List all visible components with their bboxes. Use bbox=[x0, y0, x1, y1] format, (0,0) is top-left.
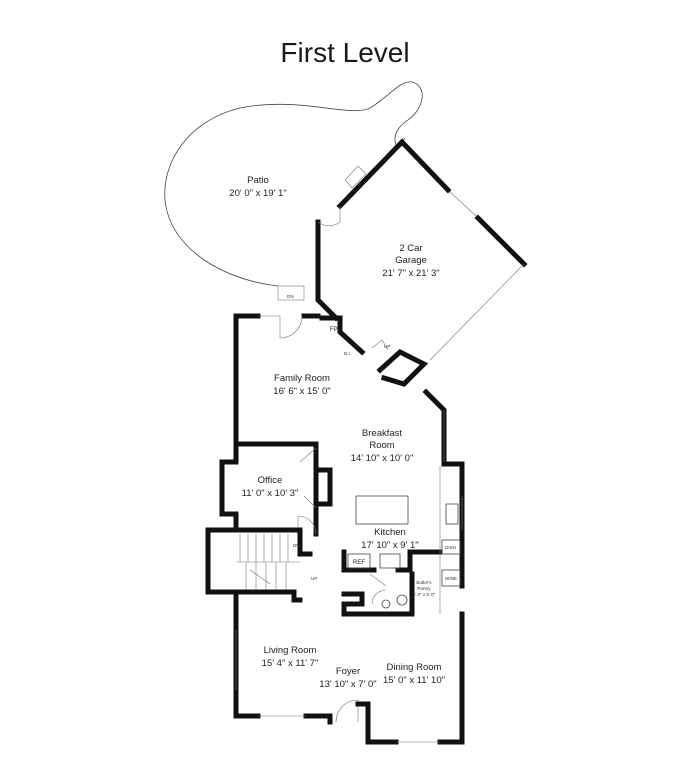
fireplace-wall bbox=[319, 315, 366, 356]
dn-stairs-label: DN bbox=[293, 543, 300, 548]
office-door-swing bbox=[297, 515, 317, 535]
breakfast-name-1: Breakfast bbox=[362, 428, 402, 439]
garage-name-2: Garage bbox=[395, 255, 427, 266]
family-dims: 16' 6" x 15' 0" bbox=[273, 386, 330, 397]
pantry-wall bbox=[341, 571, 415, 617]
foyer-dims: 13' 10" x 7' 0" bbox=[319, 679, 376, 690]
kitchen-dims: 17' 10" x 9' 1" bbox=[361, 540, 418, 551]
house-wall-bottom-left bbox=[303, 713, 333, 725]
office-outer-wall bbox=[205, 441, 261, 719]
office-name: Office bbox=[258, 475, 283, 486]
house-wall-bottom-right bbox=[365, 701, 399, 745]
dishwasher bbox=[441, 539, 461, 555]
butlers-dims: 5' 3" x 5' 0" bbox=[413, 592, 436, 597]
house-wall-left-upper bbox=[233, 313, 261, 447]
garage-name-1: 2 Car bbox=[399, 243, 422, 254]
office-dims: 11' 0" x 10' 3" bbox=[242, 488, 299, 499]
garage-wall bbox=[315, 219, 340, 322]
dining-dims: 15' 0" x 11' 10" bbox=[383, 675, 445, 686]
foyer-name: Foyer bbox=[336, 666, 360, 677]
kitchen-counter-wall bbox=[341, 549, 377, 573]
butlers-label-1: Butler's bbox=[416, 580, 432, 585]
stair-treads bbox=[236, 534, 300, 590]
front-door-swing bbox=[335, 699, 359, 723]
kitchen-name: Kitchen bbox=[374, 527, 406, 538]
mud-wall bbox=[376, 349, 429, 387]
patio-name: Patio bbox=[247, 175, 269, 186]
patio-arc bbox=[344, 165, 367, 189]
plan-title: First Level bbox=[280, 37, 409, 68]
fridge bbox=[347, 553, 371, 569]
up-stairs-label: UP bbox=[311, 576, 317, 581]
wine-label: WINE bbox=[445, 576, 457, 581]
family-name: Family Room bbox=[274, 373, 330, 384]
toilet bbox=[396, 594, 408, 606]
sink bbox=[445, 503, 459, 525]
patio-outline bbox=[164, 81, 423, 287]
patio-step bbox=[277, 285, 305, 301]
closet-door-swing bbox=[299, 447, 317, 509]
garage-window bbox=[449, 191, 477, 217]
up-garage-label: UP bbox=[384, 344, 390, 349]
office-closet bbox=[313, 467, 333, 507]
living-dims: 15' 4" x 11' 7" bbox=[262, 658, 319, 669]
mud-door-swing bbox=[371, 339, 389, 351]
stair-wall bbox=[233, 527, 313, 557]
fp-label: FP bbox=[330, 327, 338, 333]
patio-door-swing bbox=[279, 315, 303, 339]
dn-patio-label: DN bbox=[287, 294, 294, 299]
dining-name: Dining Room bbox=[387, 662, 442, 673]
kitchen-island bbox=[355, 495, 409, 525]
range bbox=[379, 553, 401, 569]
butlers-label-2: Pantry bbox=[417, 586, 431, 591]
house-wall-right-lower bbox=[437, 611, 465, 745]
living-name: Living Room bbox=[264, 645, 317, 656]
ref-label: REF bbox=[353, 560, 365, 566]
kitchen-counter-wall-right bbox=[395, 549, 443, 573]
garage-wall-right bbox=[474, 214, 528, 268]
breakfast-dims: 14' 10" x 10' 0" bbox=[351, 453, 414, 464]
bi-label: B.I. bbox=[344, 351, 351, 356]
garage-dims: 21' 7" x 21' 3" bbox=[382, 268, 439, 279]
pantry-door-swing bbox=[369, 573, 387, 605]
pantry-sink bbox=[381, 599, 391, 609]
garage-side-door-swing bbox=[317, 206, 341, 226]
breakfast-name-2: Room bbox=[369, 440, 394, 451]
dish-label: DISH bbox=[445, 545, 456, 550]
garage-door bbox=[429, 263, 525, 361]
patio-dims: 20' 0" x 19' 1" bbox=[229, 188, 286, 199]
wine-fridge bbox=[441, 569, 461, 587]
stair-wall-lower bbox=[233, 589, 303, 603]
garage-wall-top bbox=[336, 138, 452, 210]
